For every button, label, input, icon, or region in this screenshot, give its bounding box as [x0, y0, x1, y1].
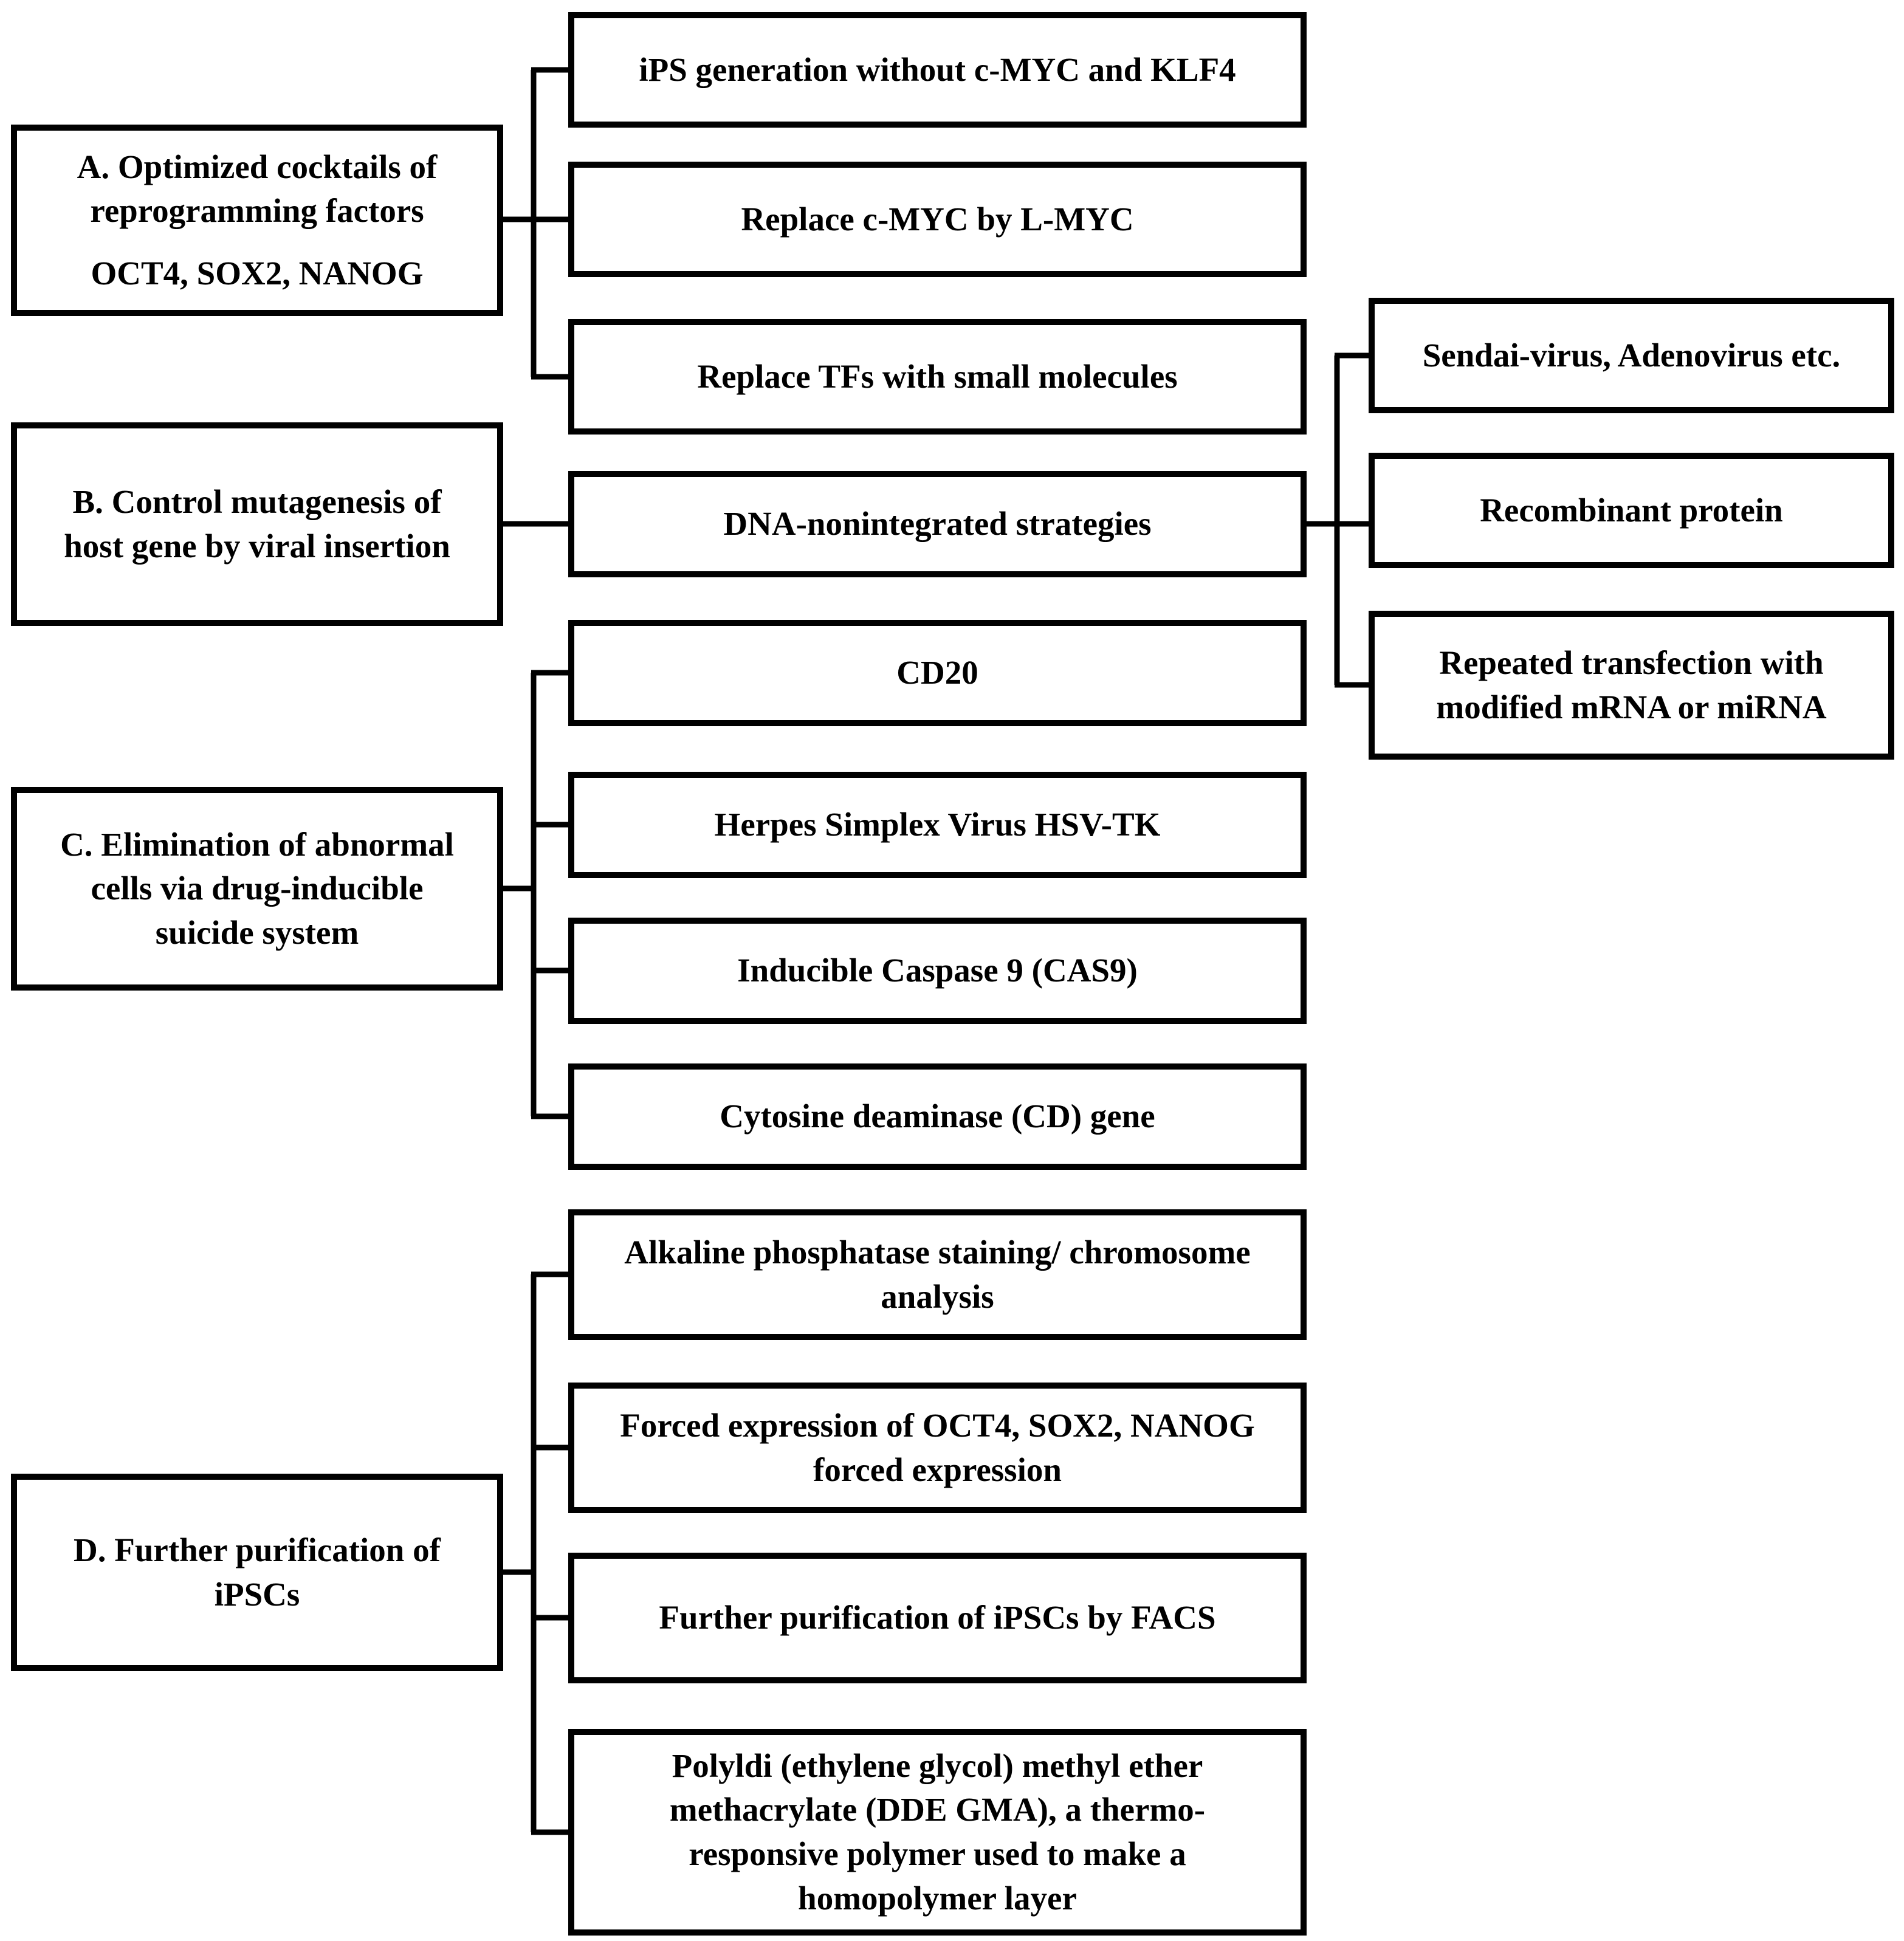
category-box-b: B. Control mutagenesis of host gene by v…	[11, 422, 503, 626]
node-cd20: CD20	[568, 620, 1307, 726]
node-label: iPS generation without c-MYC and KLF4	[639, 50, 1236, 88]
node-label: Further purification of iPSCs by FACS	[659, 1599, 1216, 1637]
node-hsv-tk: Herpes Simplex Virus HSV-TK	[568, 772, 1307, 878]
category-box-a: A. Optimized cocktails of reprogramming …	[11, 125, 503, 316]
node-replace-cmyc-lmyc: Replace c-MYC by L-MYC	[568, 162, 1307, 277]
node-label: Forced expression of OCT4, SOX2, NANOG f…	[620, 1406, 1255, 1488]
node-label: Alkaline phosphatase staining/ chromosom…	[624, 1233, 1251, 1315]
node-dna-nonintegrated: DNA-nonintegrated strategies	[568, 471, 1307, 577]
category-box-d: D. Further purification of iPSCs	[11, 1474, 503, 1671]
node-label: Cytosine deaminase (CD) gene	[720, 1098, 1155, 1135]
node-label: Polyldi (ethylene glycol) methyl ether m…	[669, 1747, 1206, 1917]
connectors-group-a	[503, 67, 568, 380]
node-label: Repeated transfection with modified mRNA…	[1436, 644, 1827, 726]
node-label: Recombinant protein	[1480, 491, 1783, 529]
category-label: A. Optimized cocktails of reprogramming …	[77, 148, 438, 230]
node-thermoresponsive-polymer: Polyldi (ethylene glycol) methyl ether m…	[568, 1729, 1307, 1936]
node-replace-tfs-small-molecules: Replace TFs with small molecules	[568, 319, 1307, 435]
node-facs-purification: Further purification of iPSCs by FACS	[568, 1553, 1307, 1683]
node-label: CD20	[896, 654, 978, 692]
connectors-group-d	[503, 1271, 568, 1835]
node-inducible-caspase9: Inducible Caspase 9 (CAS9)	[568, 918, 1307, 1024]
connectors-group-dna-right	[1307, 352, 1369, 688]
node-forced-expression: Forced expression of OCT4, SOX2, NANOG f…	[568, 1383, 1307, 1513]
node-label: Herpes Simplex Virus HSV-TK	[714, 806, 1161, 843]
node-label: Replace TFs with small molecules	[697, 357, 1178, 395]
connectors-group-c	[503, 670, 568, 1119]
category-label: C. Elimination of abnormal cells via dru…	[60, 825, 454, 951]
node-cytosine-deaminase: Cytosine deaminase (CD) gene	[568, 1063, 1307, 1170]
node-label: Replace c-MYC by L-MYC	[741, 200, 1134, 238]
category-label: D. Further purification of iPSCs	[74, 1531, 441, 1613]
category-label: B. Control mutagenesis of host gene by v…	[64, 483, 450, 565]
node-label: DNA-nonintegrated strategies	[723, 505, 1152, 543]
category-sublabel: OCT4, SOX2, NANOG	[91, 254, 424, 292]
category-box-c: C. Elimination of abnormal cells via dru…	[11, 787, 503, 991]
node-ips-without-cmyc-klf4: iPS generation without c-MYC and KLF4	[568, 12, 1307, 128]
node-repeated-transfection: Repeated transfection with modified mRNA…	[1369, 611, 1894, 760]
node-alkaline-phosphatase: Alkaline phosphatase staining/ chromosom…	[568, 1209, 1307, 1340]
node-recombinant-protein: Recombinant protein	[1369, 453, 1894, 568]
node-label: Inducible Caspase 9 (CAS9)	[737, 952, 1138, 989]
node-sendai-adenovirus: Sendai-virus, Adenovirus etc.	[1369, 298, 1894, 413]
node-label: Sendai-virus, Adenovirus etc.	[1422, 336, 1841, 374]
